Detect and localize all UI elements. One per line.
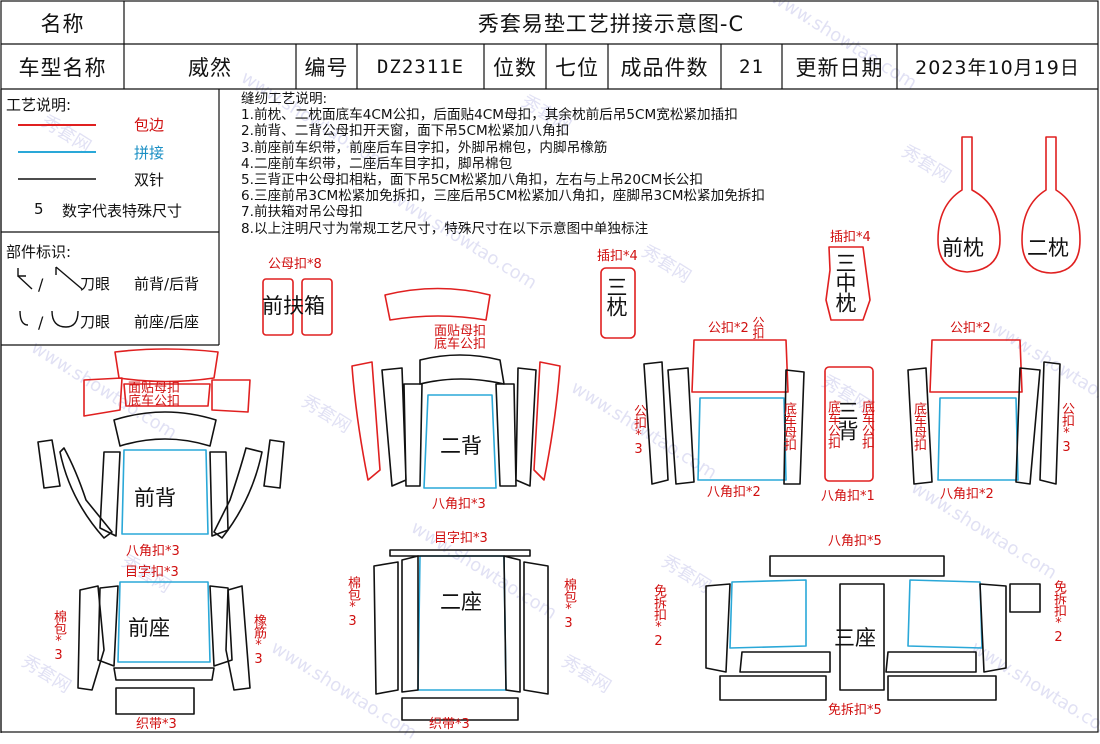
knife-mark-label-2: 刀眼 [80,313,111,331]
date-label: 更新日期 [795,55,884,80]
note-line: 5.三背正中公母扣相粘，面下吊5CM松紧加八角扣，左右与上吊20CM长公扣 [241,171,703,188]
note-insert-x4-b: 插扣*4 [830,230,871,245]
third-pillow-piece [600,267,636,339]
note-line: 2.前背、二背公母扣开天窗，面下吊5CM松紧加八角扣 [241,123,570,140]
note-octagon-x2-left: 八角扣*2 [707,485,761,500]
note-free-x2-right: 免拆扣*2 [1051,580,1066,644]
front-pillow-label: 前枕 [942,236,984,260]
sewing-notes: 缝纫工艺说明: 1.前枕、二枕面底车4CM公扣，后面贴4CM母扣，其余枕前后吊5… [241,91,765,237]
note-mu-x3-second-seat: 目字扣*3 [434,531,488,546]
note-octagon-x1: 八角扣*1 [821,489,875,504]
note-octagon-x3-second-back: 八角扣*3 [432,497,486,512]
note-line: 3.前座前车织带，前座后车目字扣，外脚吊棉包，内脚吊橡筋 [241,139,608,156]
third-back-label: 三背 [835,400,859,440]
note-bottom-male-right: 底车公扣 [859,400,874,448]
pieces-value: 21 [739,55,764,78]
note-line: 1.前枕、二枕面底车4CM公扣，后面贴4CM母扣，其余枕前后吊5CM宽松紧加插扣 [241,107,738,124]
third-pillow-label: 三枕 [604,276,628,316]
pieces-label: 成品件数 [620,55,709,80]
note-mf-1: 面贴母扣 [434,324,487,339]
note-bottom-female-right: 底车母扣 [911,402,926,450]
note-line: 7.前扶箱对吊公母扣 [241,204,363,221]
front-back-rear-label: 前背/后背 [134,275,200,293]
legend-size-number: 5 [34,200,44,218]
note-mf-3: 面贴母扣 [128,381,181,396]
second-back-label: 二背 [440,434,482,458]
name-label: 名称 [40,11,85,36]
third-mid-pillow-label: 三中枕 [833,252,857,312]
second-pillow-piece [1021,136,1081,274]
model-value: 威然 [188,55,232,80]
note-rubber-x3: 橡筋*3 [251,614,266,666]
code-value: DZ2311E [376,55,465,78]
notes-title: 缝纫工艺说明: [241,91,328,107]
note-free-x2-left: 免拆扣*2 [651,584,666,648]
note-belt-x3-front-seat: 织带*3 [136,717,177,732]
code-label: 编号 [304,55,349,80]
legend-size-desc: 数字代表特殊尺寸 [62,202,183,220]
parts-title: 部件标识: [6,243,72,261]
note-octagon-x5: 八角扣*5 [828,534,882,549]
note-mf-2: 底车公扣 [434,337,487,352]
note-male-x3-right: 公扣*3 [1059,402,1074,454]
armrest-label: 前扶箱 [262,294,325,318]
note-cotton-x3-second-left: 棉包*3 [345,576,360,628]
third-seat-label: 三座 [834,626,876,650]
note-line: 4.二座前车织带，二座后车目字扣，脚吊棉包 [241,155,513,172]
note-line: 8.以上注明尺寸为常规工艺尺寸，特殊尺寸在以下示意图中单独标注 [241,220,649,237]
note-free-x5: 免拆扣*5 [828,703,882,718]
third-mid-pillow-piece [825,246,871,321]
second-pillow-label: 二枕 [1027,236,1069,260]
legend-title: 工艺说明: [6,96,72,114]
note-cotton-x3-front-seat: 棉包*3 [51,610,66,662]
note-male-x2-left: 公扣*2 [708,321,749,336]
second-seat-label: 二座 [440,590,482,614]
note-male-short: 公扣 [751,316,765,338]
note-insert-x4-a: 插扣*4 [597,249,638,264]
front-pillow-piece [937,136,1001,273]
note-cotton-x3-second-right: 棉包*3 [561,578,576,630]
note-bottom-male-left: 底车公扣 [825,400,840,448]
seats-value: 七位 [555,55,599,80]
legend-splice: 拼接 [134,144,165,162]
legend-lines: / / [17,124,96,332]
note-male-x2-right: 公扣*2 [950,321,991,336]
note-belt-x3-second-seat: 织带*3 [429,717,470,732]
front-seat-label: 前座 [128,616,170,640]
note-octagon-x2-right: 八角扣*2 [940,487,994,502]
note-mu-x3-front-seat: 目字扣*3 [125,565,179,580]
seats-label: 位数 [493,55,537,80]
date-value: 2023年10月19日 [915,57,1080,79]
note-mf-4: 底车公扣 [128,394,181,409]
knife-mark-label-1: 刀眼 [80,275,111,293]
svg-text:/: / [38,275,44,294]
note-bottom-female-left: 底车母扣 [781,402,796,450]
note-octagon-x3-front-back: 八角扣*3 [126,544,180,559]
legend-binding: 包边 [134,116,165,134]
page-title: 秀套易垫工艺拼接示意图-C [477,11,745,36]
front-back-label: 前背 [134,486,176,510]
note-male-x3-left: 公扣*3 [631,404,646,456]
model-label: 车型名称 [18,55,107,80]
svg-text:/: / [38,313,44,332]
note-female-x8: 公母扣*8 [268,257,322,272]
front-seat-rear-label: 前座/后座 [134,313,200,331]
note-line: 6.三座前吊3CM松紧加免拆扣，三座后吊5CM松紧加八角扣，座脚吊3CM松紧加免… [241,188,765,205]
legend-double-needle: 双针 [134,171,165,189]
